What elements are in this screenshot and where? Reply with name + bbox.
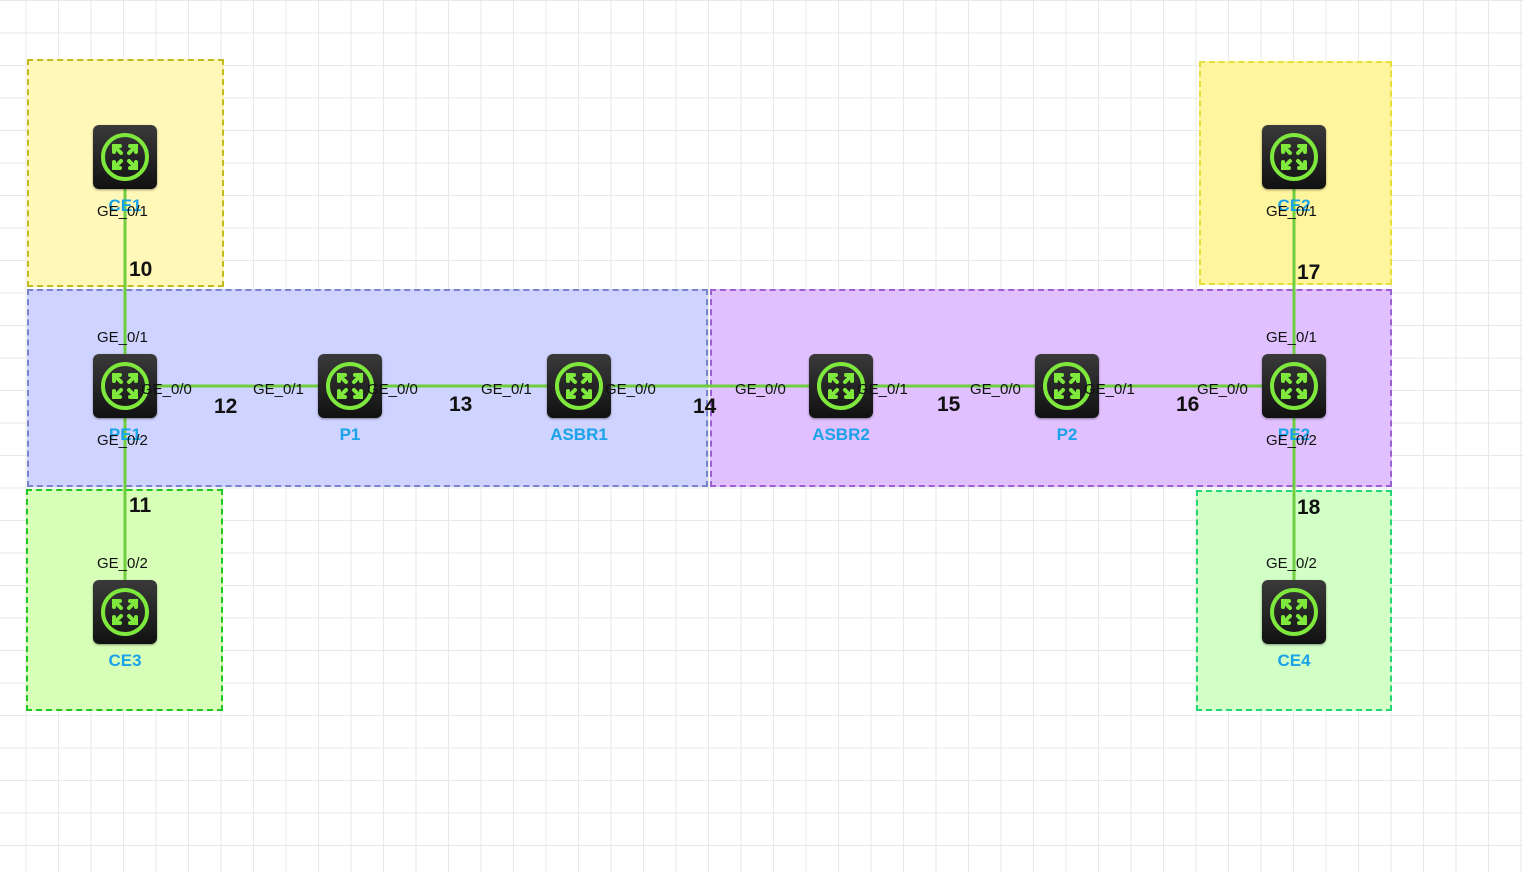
device-label-pe2: PE2 [1277, 425, 1311, 444]
port-label-pe1-ge02: GE_0/2 [97, 432, 148, 449]
device-label-ce4: CE4 [1277, 651, 1311, 670]
link-label-17: 17 [1297, 261, 1321, 284]
router-icon [101, 133, 149, 181]
link-label-18: 18 [1297, 496, 1321, 519]
router-asbr2[interactable] [809, 354, 873, 418]
router-icon [555, 362, 603, 410]
router-icon [1270, 588, 1318, 636]
router-icon [1043, 362, 1091, 410]
router-ce3[interactable] [93, 580, 157, 644]
link-label-16: 16 [1176, 393, 1200, 416]
router-pe2[interactable] [1262, 354, 1326, 418]
port-label-pe2-ge01: GE_0/1 [1266, 329, 1317, 346]
device-label-pe1: PE1 [108, 425, 142, 444]
link-label-10: 10 [129, 258, 153, 281]
port-label-asbr1-ge01: GE_0/1 [481, 381, 532, 398]
router-icon [1270, 133, 1318, 181]
router-asbr1[interactable] [547, 354, 611, 418]
device-label-ce1: CE1 [108, 196, 142, 215]
port-label-pe2-ge02: GE_0/2 [1266, 432, 1317, 449]
device-label-p2: P2 [1056, 425, 1078, 444]
link-label-15: 15 [937, 393, 961, 416]
device-label-asbr2: ASBR2 [812, 425, 870, 444]
port-label-asbr1-ge00: GE_0/0 [605, 381, 656, 398]
port-label-ce2-ge01: GE_0/1 [1266, 203, 1317, 220]
link-label-12: 12 [214, 395, 238, 418]
port-label-p2-ge01: GE_0/1 [1084, 381, 1135, 398]
port-label-asbr2-ge00: GE_0/0 [735, 381, 786, 398]
port-label-ce3-ge02: GE_0/2 [97, 555, 148, 572]
port-label-p1-ge01: GE_0/1 [253, 381, 304, 398]
router-icon [101, 362, 149, 410]
router-ce4[interactable] [1262, 580, 1326, 644]
router-ce2[interactable] [1262, 125, 1326, 189]
device-label-ce3: CE3 [108, 651, 142, 670]
port-label-p2-ge00: GE_0/0 [970, 381, 1021, 398]
port-label-pe1-ge00: GE_0/0 [141, 381, 192, 398]
router-icon [817, 362, 865, 410]
port-label-ce1-ge01: GE_0/1 [97, 203, 148, 220]
device-label-ce2: CE2 [1277, 196, 1311, 215]
port-label-ce4-ge02: GE_0/2 [1266, 555, 1317, 572]
router-p1[interactable] [318, 354, 382, 418]
link-label-11: 11 [129, 494, 152, 517]
router-icon [326, 362, 374, 410]
router-icon [1270, 362, 1318, 410]
router-pe1[interactable] [93, 354, 157, 418]
router-ce1[interactable] [93, 125, 157, 189]
port-label-asbr2-ge01: GE_0/1 [857, 381, 908, 398]
port-label-p1-ge00: GE_0/0 [367, 381, 418, 398]
link-label-14: 14 [693, 395, 717, 418]
router-p2[interactable] [1035, 354, 1099, 418]
device-label-p1: P1 [339, 425, 361, 444]
port-label-pe1-ge01: GE_0/1 [97, 329, 148, 346]
router-icon [101, 588, 149, 636]
link-label-13: 13 [449, 393, 473, 416]
port-label-pe2-ge00: GE_0/0 [1197, 381, 1248, 398]
device-label-asbr1: ASBR1 [550, 425, 608, 444]
